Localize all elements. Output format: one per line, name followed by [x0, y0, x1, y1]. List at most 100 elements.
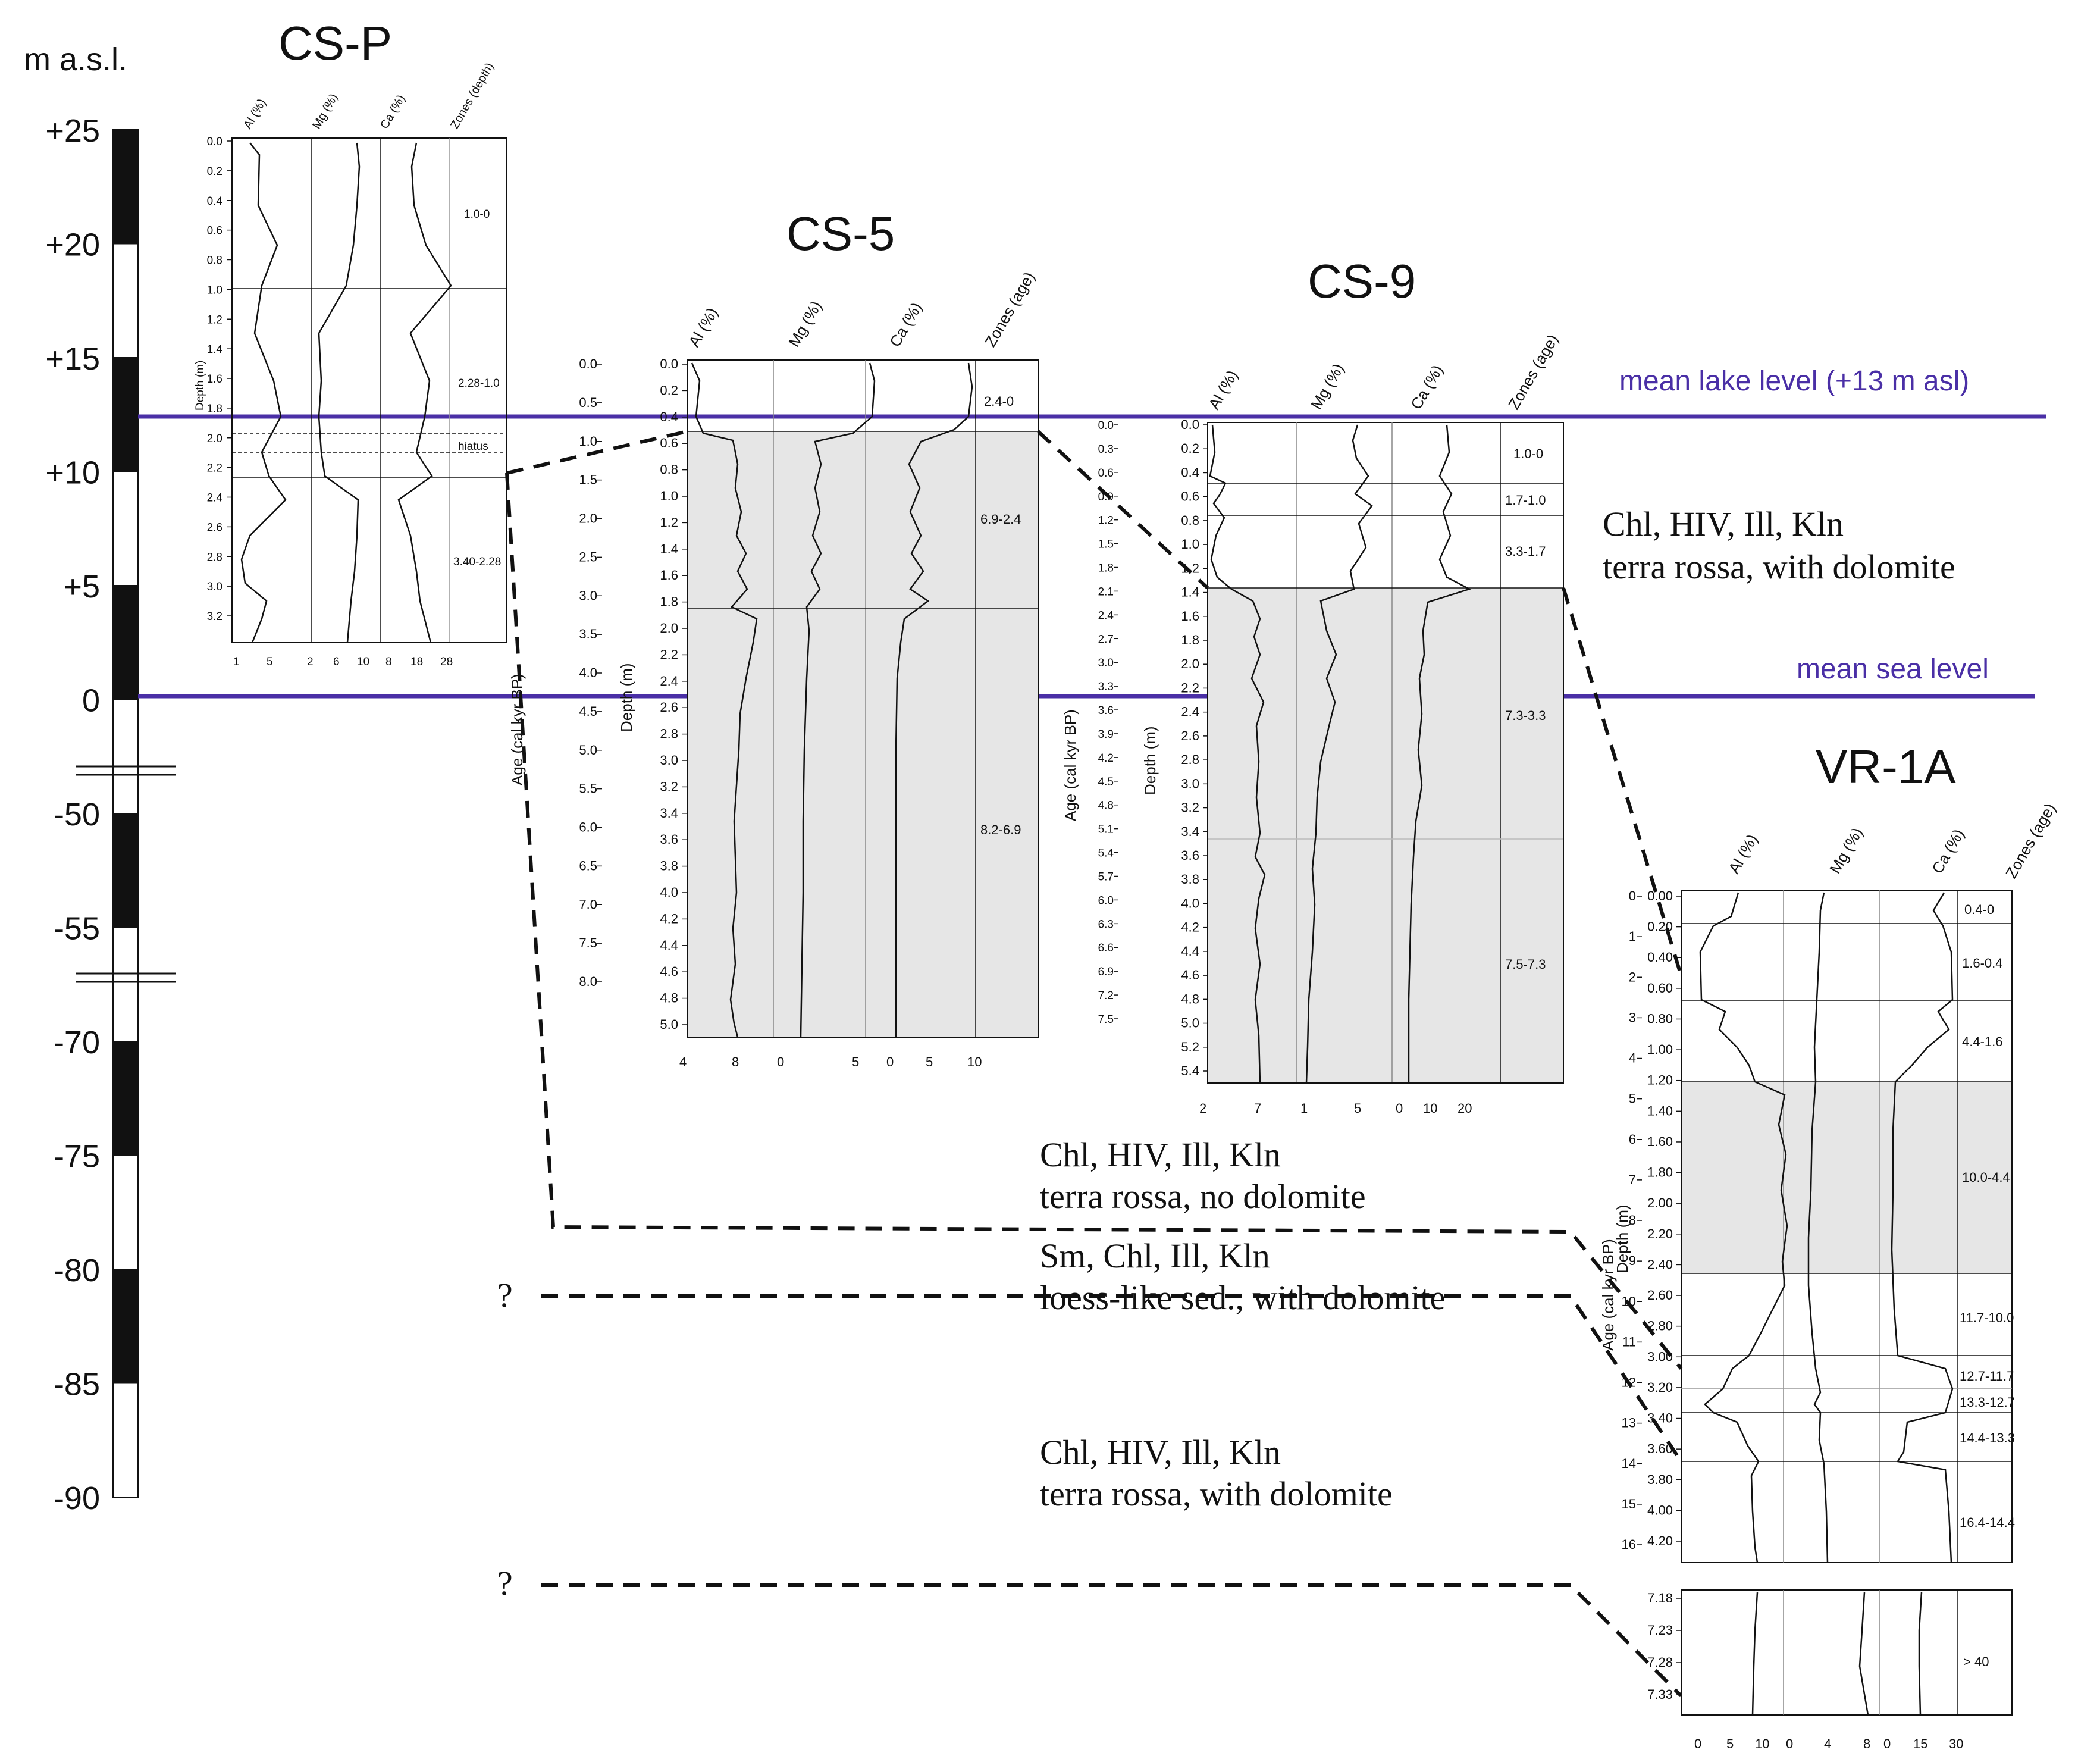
cs-5-age-tick: 4.0 [579, 665, 597, 680]
lake-level-label: mean lake level (+13 m asl) [1619, 365, 1969, 397]
vr-1a-x-tick: 0 [1883, 1736, 1891, 1751]
core-cs-9: CS-9 Al (%) Mg (%) Ca (%) Zones (age) De… [1061, 255, 1564, 1116]
scale-segment [112, 926, 139, 1042]
cs-9-age-tick: 5.1 [1098, 824, 1114, 836]
vr-1a-depth-ticks: 0.000.200.400.600.801.001.201.401.601.80… [1647, 888, 1681, 1548]
cs-5-depth-tick: 4.4 [660, 938, 678, 953]
note-upper-line1: Chl, HIV, Ill, Kln [1603, 505, 1844, 543]
vr-1a-age-tick: 6 [1629, 1132, 1636, 1147]
correlation-line [506, 430, 688, 475]
core-cs-p: CS-P Al (%) Mg (%) Ca (%) Zones (depth) … [194, 17, 507, 668]
vr-1a-col-al: Al (%) [1725, 831, 1761, 877]
vr-1a-col-ca: Ca (%) [1928, 826, 1967, 877]
cs-9-depth-tick: 1.0 [1181, 537, 1199, 552]
cs-p-zone-label: 3.40-2.28 [453, 556, 501, 568]
vr-1a-zone-label: 11.7-10.0 [1960, 1310, 2014, 1325]
cs-5-depth-tick: 4.2 [660, 911, 678, 926]
cs-p-x-tick: 28 [440, 656, 453, 668]
cs-p-depth-tick: 0.0 [207, 136, 222, 148]
scale-label: +10 [45, 455, 100, 491]
cs-p-ca-curve [397, 142, 452, 643]
cs-9-x-tick: 2 [1199, 1101, 1206, 1116]
vr-1a-age-tick: 2 [1629, 969, 1636, 984]
vr-1a-x-tick: 4 [1824, 1736, 1831, 1751]
scale-label: 0 [82, 683, 100, 719]
cs-5-age-tick: 5.0 [579, 743, 597, 758]
cs-9-age-tick: 2.7 [1098, 633, 1114, 646]
vr-1a-depth-tick: 2.20 [1647, 1226, 1673, 1241]
cs-9-depth-tick: 2.8 [1181, 752, 1199, 767]
cs-5-age-ticks: 0.00.51.01.52.02.53.03.54.04.55.05.56.06… [579, 356, 602, 989]
cs-p-al-curve [240, 142, 287, 643]
scale-segment [112, 471, 139, 586]
scale-segment [112, 1382, 139, 1498]
cs-5-age-tick: 5.5 [579, 781, 597, 796]
cs-9-depth-tick: 2.6 [1181, 728, 1199, 743]
cs-p-col-mg: Mg (%) [310, 92, 340, 132]
cs-5-depth-ticks: 0.00.20.40.60.81.01.21.41.61.82.02.22.42… [660, 356, 687, 1032]
cs-9-depth-label: Depth (m) [1141, 726, 1159, 795]
cs-9-ca-curve [1408, 424, 1472, 1083]
cs-5-age-tick: 3.5 [579, 627, 597, 641]
cs-p-depth-tick: 0.4 [207, 195, 223, 208]
scale-segment [112, 357, 139, 472]
cs-5-x-tick: 0 [777, 1054, 784, 1069]
cs-5-age-tick: 2.0 [579, 511, 597, 526]
cs-5-age-tick: 0.5 [579, 395, 597, 410]
cs-5-depth-tick: 2.0 [660, 621, 678, 636]
cs-p-depth-tick: 1.0 [207, 284, 222, 296]
correlation-line [541, 1294, 1683, 1463]
scale-title: m a.s.l. [24, 42, 127, 77]
cs-9-depth-tick: 0.6 [1181, 489, 1199, 504]
cs-9-x-tick: 20 [1458, 1101, 1472, 1116]
cs-5-depth-tick: 2.6 [660, 700, 678, 715]
vr-1a-age-tick: 16 [1622, 1537, 1636, 1552]
cs-5-depth-tick: 3.8 [660, 859, 678, 874]
cs-p-depth-tick: 2.8 [207, 551, 222, 564]
cs-9-age-tick: 5.7 [1098, 871, 1114, 883]
cs-p-depth-tick: 3.0 [207, 581, 222, 593]
vr-1a-x-tick: 8 [1863, 1736, 1870, 1751]
cs-5-x-tick: 5 [852, 1054, 859, 1069]
vr-1a-zone-boundaries [1681, 923, 2012, 1462]
cs-9-col-zones: Zones (age) [1505, 331, 1562, 412]
cs-5-zone-label: 2.4-0 [984, 394, 1014, 409]
core-vr-1a-title: VR-1A [1816, 740, 1956, 793]
cs-9-age-tick: 3.6 [1098, 705, 1114, 717]
vr-1a-depth-tick: 4.00 [1647, 1503, 1673, 1517]
question-mark: ? [497, 1564, 513, 1602]
cs-9-zone-label: 1.7-1.0 [1505, 493, 1546, 508]
note-upper-line2: terra rossa, with dolomite [1603, 547, 1955, 586]
cs-9-depth-tick: 0.0 [1181, 417, 1199, 432]
core-vr-1a: VR-1A Al (%) Mg (%) Ca (%) Zones (age) D… [1599, 740, 2059, 1751]
vr-1a-age-tick: 14 [1622, 1456, 1636, 1471]
vr-1a-zone-label: 16.4-14.4 [1960, 1515, 2015, 1530]
cs-p-zone-label: 2.28-1.0 [458, 377, 500, 390]
vr-1a-x-tick: 15 [1913, 1736, 1927, 1751]
core-cs-5-title: CS-5 [786, 207, 895, 260]
cs-9-age-ticks: 0.00.30.60.91.21.51.82.12.42.73.03.33.63… [1098, 420, 1118, 1026]
cs-5-depth-tick: 3.6 [660, 832, 678, 847]
scale-label: +15 [45, 341, 100, 377]
cs-p-depth-tick: 3.2 [207, 611, 222, 623]
cs-9-depth-tick: 3.2 [1181, 800, 1199, 815]
cs-5-col-zones: Zones (age) [981, 269, 1038, 350]
vr-1a-lower-zone-label: > 40 [1963, 1654, 1989, 1669]
correlation-line [1036, 430, 1209, 590]
cs-p-col-zones: Zones (depth) [448, 61, 496, 132]
cs-9-depth-tick: 4.4 [1181, 944, 1199, 959]
cs-9-gray-zone [1208, 588, 1563, 1083]
cs-9-age-tick: 6.3 [1098, 918, 1114, 931]
cs-p-depth-tick: 1.4 [207, 343, 223, 356]
cs-9-depth-tick: 3.6 [1181, 848, 1199, 863]
note-lower-line1: Chl, HIV, Ill, Kln [1040, 1433, 1281, 1472]
vr-1a-depth-tick: 3.40 [1647, 1411, 1673, 1426]
cs-5-depth-tick: 3.4 [660, 806, 678, 821]
vr-1a-depth-tick: 1.00 [1647, 1042, 1673, 1057]
vr-1a-zone-label: 1.6-0.4 [1962, 956, 2003, 971]
note-middle-line2: terra rossa, no dolomite [1040, 1177, 1366, 1216]
cs-9-depth-tick: 5.2 [1181, 1040, 1199, 1054]
question-mark: ? [497, 1276, 513, 1314]
vr-1a-depth-label: Depth (m) [1613, 1204, 1631, 1273]
